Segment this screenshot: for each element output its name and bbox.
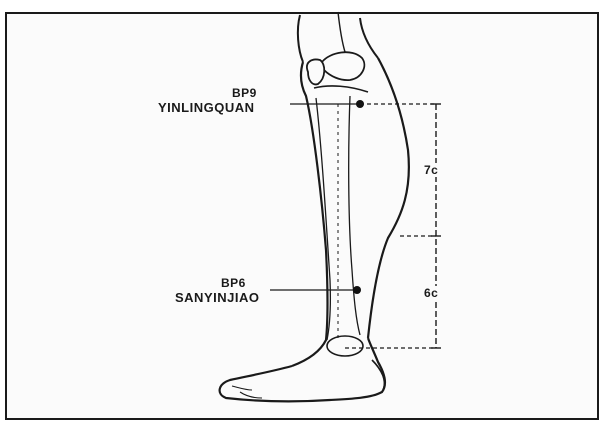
thigh-outline-front	[298, 15, 303, 62]
measure-lower-label: 6c	[424, 286, 438, 300]
tibia-back-line	[349, 96, 360, 335]
bp6-point-marker	[353, 286, 361, 294]
bp9-name-label: YINLINGQUAN	[158, 100, 255, 115]
medial-malleolus	[327, 336, 363, 356]
bp6-code-label: BP6	[221, 276, 246, 290]
tibia-plateau	[314, 86, 368, 92]
measure-upper-label: 7c	[424, 163, 438, 177]
calf-outline	[368, 58, 409, 338]
bp6-name-label: SANYINJIAO	[175, 290, 259, 305]
thigh-inner	[338, 12, 345, 52]
bp9-code-label: BP9	[232, 86, 257, 100]
shin-outline	[292, 62, 328, 366]
toe-lines	[232, 386, 262, 398]
thigh-outline-back	[360, 18, 378, 58]
femur-condyle	[322, 52, 364, 80]
heel-outline	[372, 360, 384, 392]
patella	[307, 60, 324, 85]
